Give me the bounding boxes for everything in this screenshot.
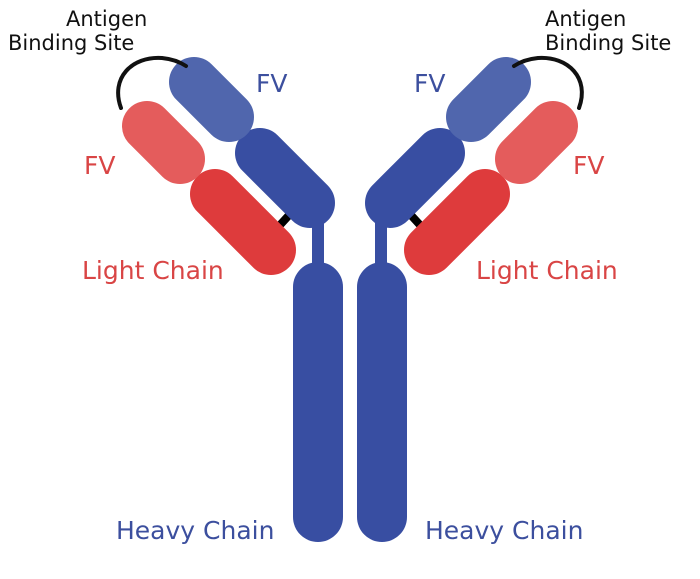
- light-chain-label-left: Light Chain: [82, 256, 224, 285]
- fv-label-left-light: FV: [84, 151, 116, 180]
- antigen-label-left-line1: Antigen: [66, 7, 148, 31]
- antigen-label-right-line2: Binding Site: [545, 31, 672, 55]
- hinge-left: [312, 220, 324, 266]
- heavy-chain-left-arm: [235, 128, 335, 228]
- antigen-label-right-line1: Antigen: [545, 7, 627, 31]
- fv-label-right-light: FV: [573, 151, 605, 180]
- heavy-chain-right-arm: [365, 128, 465, 228]
- antigen-label-left-line2: Binding Site: [8, 31, 135, 55]
- heavy-chain-left-stem: [293, 262, 343, 542]
- heavy-chain-left-variable: [169, 57, 254, 142]
- light-chain-label-right: Light Chain: [476, 256, 618, 285]
- heavy-chain-label-left: Heavy Chain: [116, 516, 275, 545]
- antigen-site-bracket-left: [116, 55, 188, 110]
- antigen-site-bracket-right: [512, 55, 584, 110]
- light-chain-right-variable: [495, 101, 578, 184]
- hinge-right: [375, 220, 387, 266]
- fv-label-left-heavy: FV: [256, 69, 288, 98]
- light-chain-left-variable: [122, 101, 205, 184]
- light-chain-right-constant: [404, 169, 510, 275]
- heavy-chain-right-variable: [446, 57, 531, 142]
- light-chain-left-constant: [190, 169, 296, 275]
- fv-label-right-heavy: FV: [414, 69, 446, 98]
- heavy-chain-right-stem: [357, 262, 407, 542]
- heavy-chain-label-right: Heavy Chain: [425, 516, 584, 545]
